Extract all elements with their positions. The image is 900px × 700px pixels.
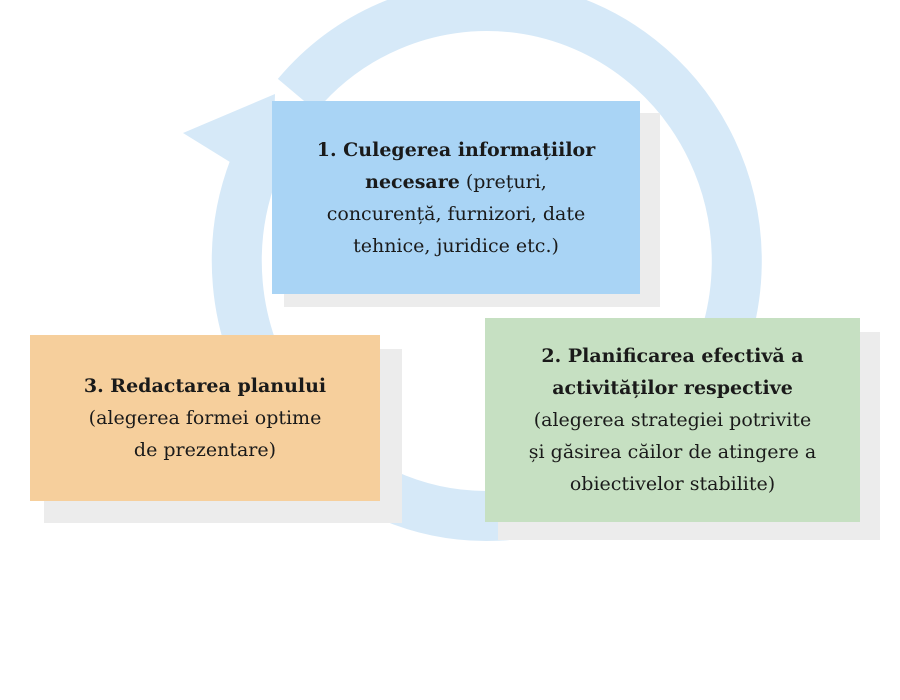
step-1-title-line-1: 1. Culegerea informațiilor — [316, 138, 596, 161]
cycle-arrow-head — [183, 94, 275, 188]
step-3-desc-line-2: de prezentare) — [133, 439, 277, 461]
step-1-box: 1. Culegerea informațiilor necesare (pre… — [272, 101, 640, 294]
step-1-title-line-2-bold: necesare — [365, 170, 460, 193]
step-1-desc-line-2: concurență, furnizori, date — [326, 202, 586, 225]
step-1-title-line-2: necesare (prețuri, — [365, 166, 547, 198]
step-3-box: 3. Redactarea planului (alegerea formei … — [30, 335, 380, 501]
step-1-desc-line-1: (prețuri, — [465, 170, 547, 193]
step-2-title-line-1: 2. Planificarea efectivă a — [541, 345, 804, 367]
step-3-title-line-1: 3. Redactarea planului — [83, 375, 327, 397]
step-2-desc-line-1: (alegerea strategiei potrivite — [533, 409, 812, 431]
step-1-desc-line-3: tehnice, juridice etc.) — [353, 234, 559, 257]
step-2-title-line-2: activităților respective — [552, 377, 793, 399]
step-2-desc-line-3: obiectivelor stabilite) — [569, 473, 776, 495]
step-3-desc-line-1: (alegerea formei optime — [88, 407, 322, 429]
step-2-box: 2. Planificarea efectivă a activităților… — [485, 318, 860, 522]
step-2-desc-line-2: și găsirea căilor de atingere a — [528, 441, 817, 463]
